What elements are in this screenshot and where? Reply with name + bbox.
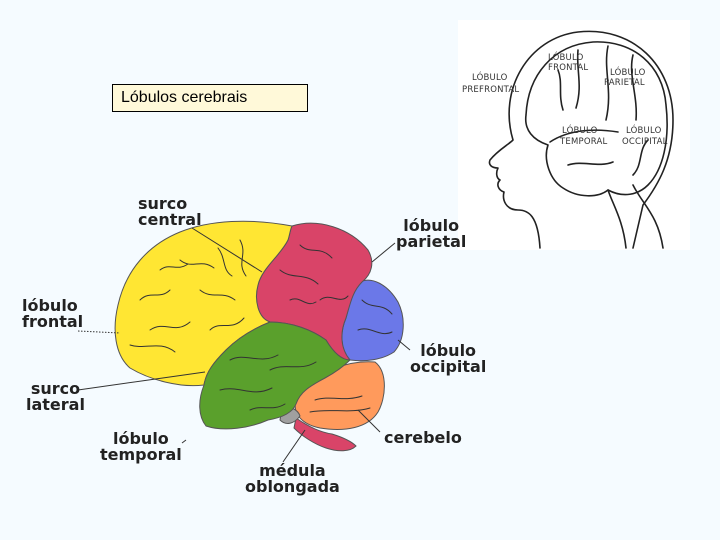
label-medula-oblongada: médula oblongada (245, 461, 340, 496)
leader-lobulo-occipital (397, 339, 411, 351)
head-label-frontal-1: LÓBULO (548, 51, 584, 63)
label-surco-lateral: surco lateral (26, 379, 85, 414)
leader-surco-central (191, 227, 263, 273)
head-brainstem (607, 184, 664, 249)
head-label-occipital-1: LÓBULO (626, 124, 662, 136)
leader-surco-lateral (77, 371, 206, 391)
temporal-region (199, 321, 352, 430)
leader-lobulo-temporal (181, 439, 187, 444)
head-label-frontal-2: FRONTAL (548, 63, 588, 73)
head-label-temporal-2: TEMPORAL (559, 137, 607, 147)
label-surco-central: surco central (138, 194, 202, 229)
occipital-gyri (357, 299, 393, 335)
head-label-parietal-2: PARIETAL (604, 78, 645, 88)
slide-title: Lóbulos cerebrais (112, 84, 308, 112)
head-sulcus-lateral (549, 129, 619, 143)
label-lobulo-occipital: lóbulo occipital (410, 341, 487, 376)
head-label-temporal-1: LÓBULO (562, 124, 598, 136)
parietal-gyri (279, 244, 349, 305)
leader-cerebelo (357, 409, 381, 433)
leader-lobulo-frontal (77, 330, 121, 334)
label-cerebelo: cerebelo (384, 428, 462, 447)
head-sulcus-central (605, 45, 610, 121)
head-label-prefrontal-2: PREFRONTAL (462, 85, 519, 95)
head-label-prefrontal-1: LÓBULO (472, 71, 508, 83)
frontal-gyri (129, 239, 247, 353)
leader-medula-oblongada (282, 429, 306, 463)
head-diagram: LÓBULO FRONTAL LÓBULO PARIETAL LÓBULO PR… (458, 20, 690, 250)
cerebellum-folia (309, 395, 371, 413)
label-lobulo-temporal: lóbulo temporal (100, 429, 182, 464)
head-brain-outline (524, 41, 668, 197)
medulla-region (293, 417, 357, 452)
label-lobulo-frontal: lóbulo frontal (22, 296, 84, 331)
head-label-occipital-2: OCCIPITAL (622, 137, 668, 147)
label-lobulo-parietal: lóbulo parietal (396, 216, 467, 251)
temporal-gyri (219, 354, 317, 411)
head-label-parietal-1: LÓBULO (610, 66, 646, 78)
leader-lobulo-parietal (371, 242, 396, 263)
head-outline (488, 30, 674, 249)
